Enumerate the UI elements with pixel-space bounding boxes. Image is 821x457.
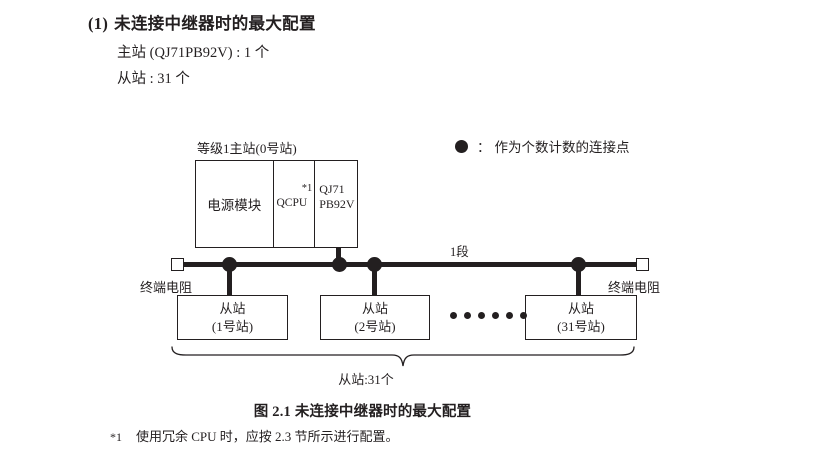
master-rack: 电源模块 QCPU *1 QJ71 PB92V [195, 160, 358, 248]
slave-station-title: 从站 [361, 300, 388, 316]
slave-drop-line [372, 265, 377, 296]
terminator-left-label: 终端电阻 [140, 280, 193, 295]
legend-text: 作为个数计数的连接点 [494, 140, 630, 155]
slave-station-box: 从站 (2号站) [320, 295, 430, 340]
slave-station-number: (31号站) [557, 318, 605, 334]
cpu-module-label: QCPU [276, 197, 308, 210]
bus-line [178, 262, 640, 267]
footnote-text: 使用冗余 CPU 时，应按 2.3 节所示进行配置。 [136, 429, 399, 444]
ellipsis-dot [450, 312, 457, 319]
slave-station-box: 从站 (1号站) [177, 295, 288, 340]
ellipsis-dot [492, 312, 499, 319]
ellipsis-dots-icon [450, 312, 527, 319]
legend: ： 作为个数计数的连接点 [455, 136, 630, 156]
cpu-footnote-mark: *1 [301, 183, 313, 194]
rack-cell-network-module: QJ71 PB92V [315, 161, 357, 247]
slave-station-number: (2号站) [354, 318, 396, 334]
slave-station-number: (1号站) [211, 318, 254, 334]
ellipsis-dot [520, 312, 527, 319]
ellipsis-dot [478, 312, 485, 319]
legend-bullet-icon [455, 139, 468, 153]
slave-drop-line [227, 265, 232, 296]
section-heading-number: (1) [88, 14, 109, 33]
slave-station-title: 从站 [219, 300, 246, 316]
network-module-label-line2: PB92V [319, 197, 355, 211]
ellipsis-dot [464, 312, 471, 319]
segment-label: 1段 [450, 245, 469, 259]
slave-count-brace [170, 346, 636, 368]
spec-line-slave: 从站 : 31 个 [117, 71, 190, 87]
terminator-right-label: 终端电阻 [608, 280, 661, 295]
slave-count-label: 从站:31个 [338, 372, 394, 387]
footnote-mark: *1 [110, 430, 122, 444]
network-module-label: QJ71 PB92V [319, 182, 354, 212]
terminator-right-icon [636, 258, 649, 271]
figure-caption: 图 2.1 未连接中继器时的最大配置 [253, 404, 472, 420]
connection-point-dot [222, 257, 237, 272]
power-module-label: 电源模块 [207, 198, 262, 213]
legend-colon: ： [477, 140, 491, 155]
terminator-left-icon [171, 258, 184, 271]
slave-drop-line [576, 265, 581, 296]
connection-point-dot [332, 257, 347, 272]
connection-point-dot [571, 257, 586, 272]
master-station-label: 等级1主站(0号站) [197, 141, 297, 156]
section-heading-text: 未连接中继器时的最大配置 [114, 14, 316, 33]
rack-cell-cpu-module: QCPU *1 [274, 161, 316, 247]
network-module-label-line1: QJ71 [319, 182, 345, 196]
connection-point-dot [367, 257, 382, 272]
spec-line-master: 主站 (QJ71PB92V) : 1 个 [117, 45, 270, 61]
slave-station-box: 从站 (31号站) [525, 295, 637, 340]
rack-cell-power-module: 电源模块 [196, 161, 274, 247]
slave-station-title: 从站 [567, 300, 594, 316]
ellipsis-dot [506, 312, 513, 319]
section-heading: (1) 未连接中继器时的最大配置 [88, 10, 316, 34]
footnote: *1 使用冗余 CPU 时，应按 2.3 节所示进行配置。 [110, 426, 399, 445]
